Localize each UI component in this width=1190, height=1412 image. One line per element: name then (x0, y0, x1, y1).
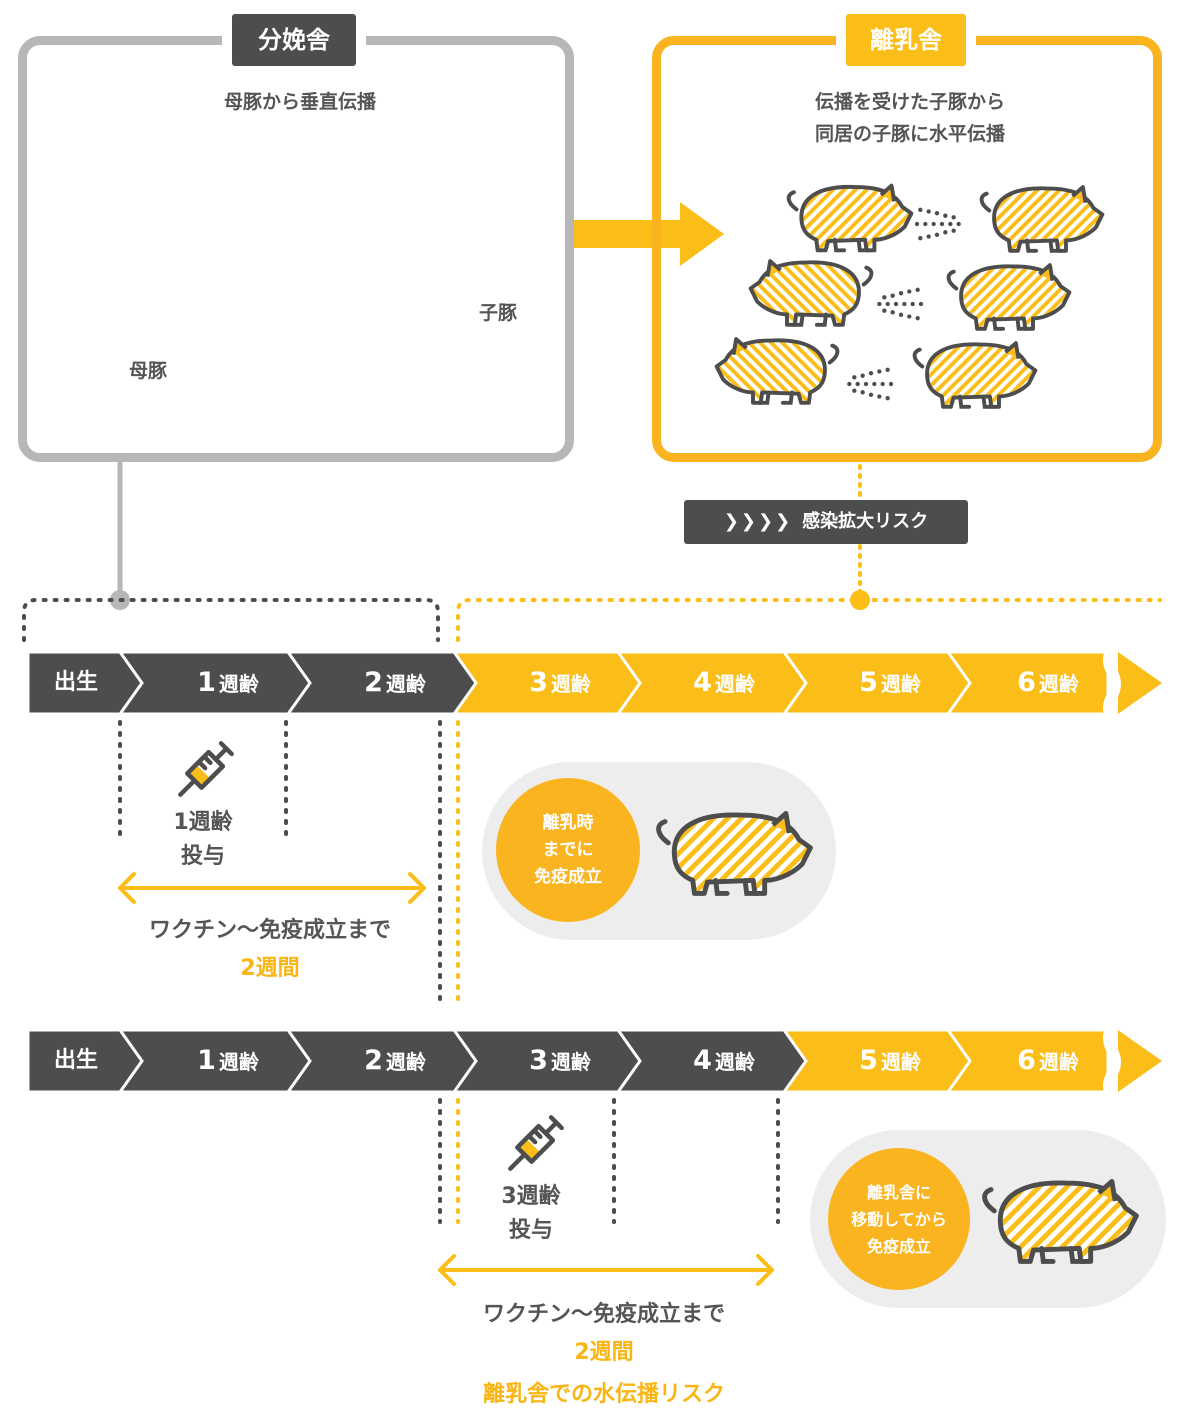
stage-unit: 週齢 (880, 1050, 921, 1074)
stage-unit: 週齢 (385, 672, 426, 696)
stage-number: 出生 (53, 670, 98, 695)
span-text-1: ワクチン〜免疫成立まで (148, 918, 391, 943)
stage-number: 出生 (53, 1048, 98, 1073)
farrowing-house-box (18, 36, 574, 462)
stage-number: 5 (859, 667, 878, 698)
infection-spread-risk-badge: ❯❯❯❯ 感染拡大リスク (684, 500, 968, 544)
stage-number: 4 (693, 667, 712, 698)
timeline-chevron (945, 650, 1110, 716)
span-text-2: ワクチン〜免疫成立まで (482, 1302, 725, 1327)
stage-unit: 週齢 (1038, 1050, 1079, 1074)
farrowing-description: 母豚から垂直伝播 (223, 91, 376, 113)
stage-unit: 週齢 (550, 672, 591, 696)
stage-number: 6 (1017, 1045, 1036, 1076)
stage-unit: 週齢 (880, 672, 921, 696)
stage-unit: 週齢 (714, 1050, 755, 1074)
timeline-stage-label: 出生 (28, 1030, 124, 1092)
timeline-arrow-head (1118, 652, 1162, 714)
timeline-stage-label: 出生 (28, 652, 124, 714)
piglet-label: 子豚 (466, 298, 530, 325)
syringe-icon (180, 743, 231, 794)
result-circle-2: 離乳舎に 移動してから 免疫成立 (828, 1148, 970, 1290)
timeline-1-arrows (26, 647, 1162, 720)
dose-text-2: 投与 (508, 1218, 553, 1243)
stage-unit: 週齢 (550, 1050, 591, 1074)
stage-number: 2 (364, 1045, 383, 1076)
weaning-house-title: 離乳舎 (846, 14, 966, 66)
timeline-chevron (945, 1028, 1110, 1094)
dose-week-1: 1週齢 (173, 810, 233, 835)
stage-number: 1 (197, 1045, 216, 1076)
double-arrow-icon: ❯❯❯❯ (723, 511, 793, 532)
weaning-risk-text: 離乳舎での水伝播リスク (482, 1382, 725, 1407)
weaning-description-line2: 同居の子豚に水平伝播 (814, 123, 1005, 145)
dose-text-1: 投与 (180, 844, 225, 869)
weaning-description-line1: 伝播を受けた子豚から (814, 91, 1005, 113)
pig-icon (976, 1170, 1140, 1268)
span-value-1: 2週間 (240, 956, 300, 981)
stage-number: 6 (1017, 667, 1036, 698)
stage-number: 5 (859, 1045, 878, 1076)
stage-unit: 週齢 (714, 672, 755, 696)
syringe-icon (510, 1117, 561, 1168)
dose-week-2: 3週齢 (501, 1184, 561, 1209)
timeline-break (1103, 1025, 1121, 1098)
stage-number: 3 (529, 667, 548, 698)
sow-label: 母豚 (118, 356, 178, 383)
timeline-arrow-head (1118, 1030, 1162, 1092)
span-value-2: 2週間 (574, 1340, 634, 1365)
pig-icon (650, 802, 814, 900)
stage-number: 1 (197, 667, 216, 698)
stage-unit: 週齢 (218, 1050, 259, 1074)
stage-unit: 週齢 (218, 672, 259, 696)
result-circle-1: 離乳時 までに 免疫成立 (496, 778, 640, 922)
dose-label-2: 3週齢 投与 (476, 1180, 586, 1248)
dose-label-1: 1週齢 投与 (148, 806, 258, 874)
timeline-2-arrows (26, 1025, 1162, 1098)
stage-unit: 週齢 (1038, 672, 1079, 696)
stage-number: 2 (364, 667, 383, 698)
stage-number: 4 (693, 1045, 712, 1076)
arrow-right-icon (528, 202, 724, 266)
risk-badge-label: 感染拡大リスク (802, 511, 929, 532)
stage-number: 3 (529, 1045, 548, 1076)
stage-unit: 週齢 (385, 1050, 426, 1074)
timeline-break (1103, 647, 1121, 720)
farrowing-house-title: 分娩舎 (232, 14, 356, 66)
